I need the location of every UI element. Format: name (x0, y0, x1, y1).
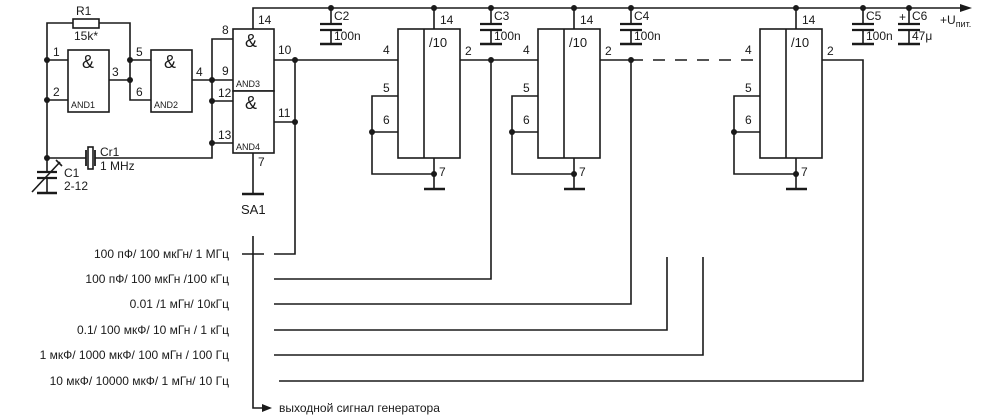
cr1-ref: Cr1 (100, 145, 120, 159)
c1-value: 2-12 (64, 179, 88, 193)
switch-position-2[interactable]: 100 пФ/ 100 мкГн /100 кГц (85, 272, 229, 286)
switch-position-4[interactable]: 0.1/ 100 мкФ/ 10 мГн / 1 кГц (77, 323, 229, 337)
c6-polarity: + (899, 10, 906, 24)
c6-ref: C6 (912, 9, 928, 23)
divider-1-pin2: 2 (465, 44, 472, 58)
switch-position-1[interactable]: 100 пФ/ 100 мкГн/ 1 МГц (94, 247, 229, 261)
switch-position-3[interactable]: 0.01 /1 мГн/ 10кГц (130, 297, 229, 311)
divider-2-pin2: 2 (605, 44, 612, 58)
c5-value: 100n (866, 29, 893, 43)
resistor-r1: R1 15k* (46, 4, 131, 80)
and1-pin3: 3 (112, 65, 119, 79)
divider-1-symbol: /10 (429, 35, 447, 50)
divider-1-pin5: 5 (383, 81, 390, 95)
divider-2-symbol: /10 (569, 35, 587, 50)
c2-value: 100n (334, 29, 361, 43)
switch-position-labels: 100 пФ/ 100 мкГн/ 1 МГц 100 пФ/ 100 мкГн… (40, 247, 230, 388)
divider-2-pin7: 7 (579, 165, 586, 179)
divider-1-pin7: 7 (439, 165, 446, 179)
and3-pin9: 9 (222, 64, 229, 78)
supply-arrow-icon (960, 4, 972, 12)
cr1-value: 1 MHz (100, 159, 135, 173)
c3-value: 100n (494, 29, 521, 43)
gate-and4: & AND4 12 13 11 (212, 86, 295, 154)
r1-ref: R1 (76, 4, 92, 18)
divider-2-pin5: 5 (523, 81, 530, 95)
divider-2-pin4: 4 (523, 43, 530, 57)
capacitor-c2: C2 100n (320, 5, 361, 46)
and1-symbol: & (82, 52, 94, 72)
and4-pin12: 12 (218, 86, 232, 100)
c5-ref: C5 (866, 9, 882, 23)
divider-2-pin6: 6 (523, 113, 530, 127)
and4-pin11: 11 (278, 106, 291, 120)
c4-value: 100n (634, 29, 661, 43)
gate-and3: & AND3 8 9 10 (211, 23, 400, 143)
switch-position-5[interactable]: 1 мкФ/ 1000 мкФ/ 100 мГн / 100 Гц (40, 348, 230, 362)
c6-value: 47μ (912, 29, 932, 43)
and4-symbol: & (245, 93, 257, 113)
divider-3-pin4: 4 (745, 43, 752, 57)
and2-symbol: & (164, 52, 176, 72)
and2-pin4: 4 (196, 65, 203, 79)
gate-and2: & AND2 5 6 4 (129, 45, 212, 113)
and3-symbol: & (245, 31, 257, 51)
supply-label-sub: пит. (956, 19, 972, 29)
c2-ref: C2 (334, 9, 350, 23)
trimmer-capacitor-c1: C1 2-12 (31, 158, 88, 195)
c1-ref: C1 (64, 166, 80, 180)
switch-position-6[interactable]: 10 мкФ/ 10000 мкФ/ 1 мГн/ 10 Гц (50, 374, 230, 388)
crystal-cr1: Cr1 1 MHz (47, 143, 213, 173)
capacitor-c6: + C6 47μ (898, 5, 932, 46)
output-signal-label: выходной сигнал генератора (279, 401, 440, 415)
divider-2: /10 14 4 5 6 7 2 (509, 5, 760, 191)
divider-3-pin5: 5 (745, 81, 752, 95)
gate-and1: & AND1 1 2 3 (47, 45, 130, 113)
c3-ref: C3 (494, 9, 510, 23)
divider-3-pin2: 2 (827, 44, 834, 58)
r1-value: 15k* (74, 29, 98, 43)
divider-1-pin6: 6 (383, 113, 390, 127)
switch-sa1[interactable] (242, 59, 864, 412)
and1-pin2: 2 (53, 85, 60, 99)
capacitor-c5: C5 100n (852, 5, 893, 46)
divider-3-pin6: 6 (745, 113, 752, 127)
divider-3-pin7: 7 (801, 165, 808, 179)
supply-label-main: +U (940, 13, 956, 27)
gates-pin14: 14 (258, 13, 272, 27)
svg-text:+Uпит.: +Uпит. (940, 13, 971, 29)
and2-pin5: 5 (136, 45, 143, 59)
output-arrow-icon (262, 404, 272, 412)
c4-ref: C4 (634, 9, 650, 23)
and2-name: AND2 (154, 100, 178, 110)
and2-pin6: 6 (136, 85, 143, 99)
and1-pin1: 1 (53, 45, 60, 59)
divider-3-pin14: 14 (802, 13, 816, 27)
gates-pin7: 7 (258, 155, 265, 169)
divider-1: /10 14 4 5 6 7 2 (369, 5, 538, 191)
and3-pin10: 10 (278, 43, 292, 57)
and4-pin13: 13 (218, 128, 232, 142)
divider-3-symbol: /10 (791, 35, 809, 50)
divider-3: /10 14 4 5 6 7 2 (731, 5, 834, 191)
and1-name: AND1 (71, 100, 95, 110)
capacitor-c3: C3 100n (480, 5, 521, 46)
supply-label: +Uпит. (940, 13, 971, 29)
capacitor-c4: C4 100n (620, 5, 661, 46)
and4-name: AND4 (236, 142, 260, 152)
divider-1-pin4: 4 (383, 43, 390, 57)
and3-name: AND3 (236, 79, 260, 89)
switch-ref: SA1 (241, 202, 266, 217)
and3-pin8: 8 (222, 23, 229, 37)
divider-2-pin14: 14 (580, 13, 594, 27)
divider-1-pin14: 14 (440, 13, 454, 27)
